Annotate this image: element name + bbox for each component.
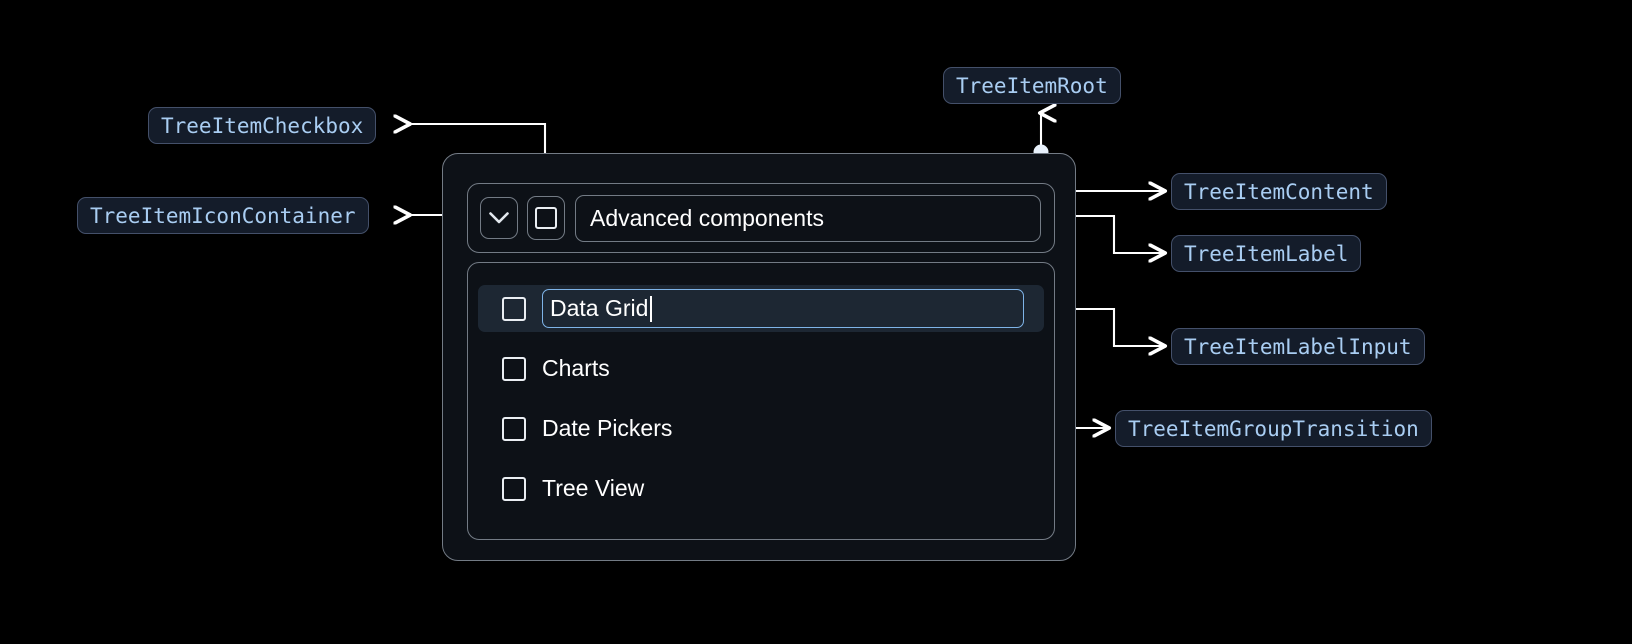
- tree-item-label-text: Charts: [542, 355, 610, 381]
- tree-item-content[interactable]: Advanced components: [467, 183, 1055, 253]
- tree-item-label-input-value: Data Grid: [550, 295, 649, 321]
- tree-item-label-text: Advanced components: [590, 204, 824, 231]
- tree-item-root[interactable]: Advanced components Data Grid Charts Dat…: [442, 153, 1076, 561]
- tree-row-tree-view[interactable]: Tree View: [478, 465, 1044, 512]
- badge-label: TreeItemGroupTransition: [1128, 416, 1419, 441]
- checkbox-square-icon[interactable]: [502, 356, 526, 381]
- tree-item-label-text: Tree View: [542, 475, 645, 501]
- checkbox-square-icon[interactable]: [502, 416, 526, 441]
- badge-label: TreeItemCheckbox: [161, 113, 364, 138]
- checkbox-square-icon[interactable]: [502, 476, 526, 501]
- chevron-down-icon: [489, 212, 509, 224]
- tree-row-charts[interactable]: Charts: [478, 345, 1044, 392]
- checkbox-square-icon: [535, 207, 557, 229]
- tree-item-label-input[interactable]: Data Grid: [542, 289, 1024, 328]
- badge-label: TreeItemLabel: [1184, 241, 1349, 266]
- tree-row-date-pickers[interactable]: Date Pickers: [478, 405, 1044, 452]
- badge-tree-item-root: TreeItemRoot: [943, 67, 1121, 104]
- badge-tree-item-content: TreeItemContent: [1171, 173, 1387, 210]
- badge-tree-item-group-transition: TreeItemGroupTransition: [1115, 410, 1432, 447]
- badge-label: TreeItemIconContainer: [90, 203, 356, 228]
- tree-item-icon-container[interactable]: [480, 197, 518, 239]
- tree-row-data-grid[interactable]: Data Grid: [478, 285, 1044, 332]
- text-caret: [650, 295, 653, 322]
- badge-tree-item-checkbox: TreeItemCheckbox: [148, 107, 377, 144]
- tree-item-group-transition: Data Grid Charts Date Pickers Tree View: [467, 262, 1055, 540]
- checkbox-square-icon[interactable]: [502, 296, 526, 321]
- badge-label: TreeItemRoot: [956, 73, 1108, 98]
- badge-tree-item-icon-container: TreeItemIconContainer: [77, 197, 369, 234]
- badge-tree-item-label: TreeItemLabel: [1171, 235, 1362, 272]
- badge-label: TreeItemLabelInput: [1184, 334, 1412, 359]
- tree-item-label-text: Date Pickers: [542, 415, 673, 441]
- badge-tree-item-label-input: TreeItemLabelInput: [1171, 328, 1425, 365]
- tree-item-label[interactable]: Advanced components: [575, 194, 1041, 242]
- badge-label: TreeItemContent: [1184, 179, 1374, 204]
- tree-item-checkbox[interactable]: [527, 196, 565, 240]
